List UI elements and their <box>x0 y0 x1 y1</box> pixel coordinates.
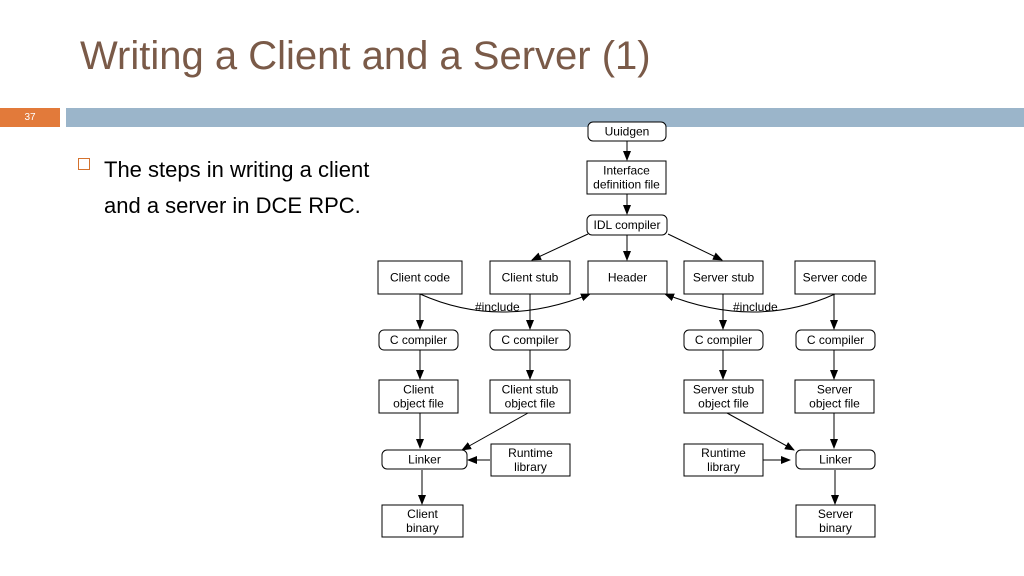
node-label: C compiler <box>807 333 864 347</box>
node-c-compiler-3: C compiler <box>683 329 764 351</box>
node-uuidgen: Uuidgen <box>587 121 667 142</box>
edge-client-code-include <box>419 293 591 313</box>
node-label: Interface <box>603 164 650 178</box>
node-box <box>683 329 764 351</box>
node-box <box>683 443 764 477</box>
slide-title: Writing a Client and a Server (1) <box>80 34 651 78</box>
node-box <box>490 443 571 477</box>
node-label: Header <box>608 271 647 285</box>
node-box <box>381 504 464 538</box>
node-box <box>489 379 571 414</box>
node-box <box>587 121 667 142</box>
node-box <box>377 260 463 295</box>
node-idl-compiler: IDL compiler <box>586 214 668 236</box>
node-header: Header <box>587 260 668 295</box>
node-label: Server stub <box>693 271 755 285</box>
page-number: 37 <box>0 108 60 127</box>
node-client-code: Client code <box>377 260 463 295</box>
edge-server-code-include <box>664 293 836 313</box>
node-box <box>795 449 876 470</box>
node-label: Client stub <box>502 271 559 285</box>
node-label: Client <box>407 507 438 521</box>
node-label: C compiler <box>501 333 558 347</box>
node-label: Client stub <box>502 383 559 397</box>
node-label: C compiler <box>695 333 752 347</box>
node-label: IDL compiler <box>594 218 661 232</box>
node-box <box>378 329 459 351</box>
node-linker-client: Linker <box>381 449 468 470</box>
node-c-compiler-4: C compiler <box>795 329 876 351</box>
node-label: definition file <box>593 178 660 192</box>
node-box <box>794 260 876 295</box>
edge-client-stub-obj-to-linker <box>461 412 529 451</box>
node-box <box>587 260 668 295</box>
node-label: Server <box>817 383 852 397</box>
edges <box>416 141 839 505</box>
node-label: Runtime <box>701 446 746 460</box>
header-bar <box>66 108 1024 127</box>
node-box <box>795 504 876 538</box>
node-label: object file <box>809 397 860 411</box>
node-label: object file <box>698 397 749 411</box>
node-label: Client code <box>390 271 450 285</box>
bullet-text: The steps in writing a client and a serv… <box>104 157 370 218</box>
node-box <box>795 329 876 351</box>
node-server-code: Server code <box>794 260 876 295</box>
edge-idl-to-server-stub <box>667 233 723 261</box>
node-label: Runtime <box>508 446 553 460</box>
node-box <box>489 260 571 295</box>
edge-idl-to-client-stub <box>531 233 589 261</box>
node-c-compiler-1: C compiler <box>378 329 459 351</box>
node-box <box>489 329 571 351</box>
node-label: library <box>707 460 740 474</box>
node-label: C compiler <box>390 333 447 347</box>
node-label: binary <box>406 521 439 535</box>
node-label: Server code <box>803 271 868 285</box>
node-c-compiler-2: C compiler <box>489 329 571 351</box>
node-client-stub: Client stub <box>489 260 571 295</box>
node-label: object file <box>393 397 444 411</box>
bullet-square-icon <box>78 158 90 170</box>
node-label: binary <box>819 521 852 535</box>
node-box <box>378 379 459 414</box>
node-box <box>586 214 668 236</box>
include-label-left: #include <box>475 300 520 314</box>
node-box <box>683 379 764 414</box>
edge-server-stub-obj-to-linker <box>726 412 795 451</box>
node-label: object file <box>505 397 556 411</box>
node-linker-server: Linker <box>795 449 876 470</box>
include-label-right: #include <box>733 300 778 314</box>
node-label: library <box>514 460 547 474</box>
node-label: Linker <box>408 453 441 467</box>
node-label: Server <box>818 507 853 521</box>
node-box <box>683 260 764 295</box>
node-server-stub: Server stub <box>683 260 764 295</box>
node-box <box>586 160 667 195</box>
node-label: Server stub <box>693 383 755 397</box>
node-label: Client <box>403 383 434 397</box>
node-label: Uuidgen <box>605 125 650 139</box>
node-box <box>794 379 875 414</box>
node-label: Linker <box>819 453 852 467</box>
node-box <box>381 449 468 470</box>
